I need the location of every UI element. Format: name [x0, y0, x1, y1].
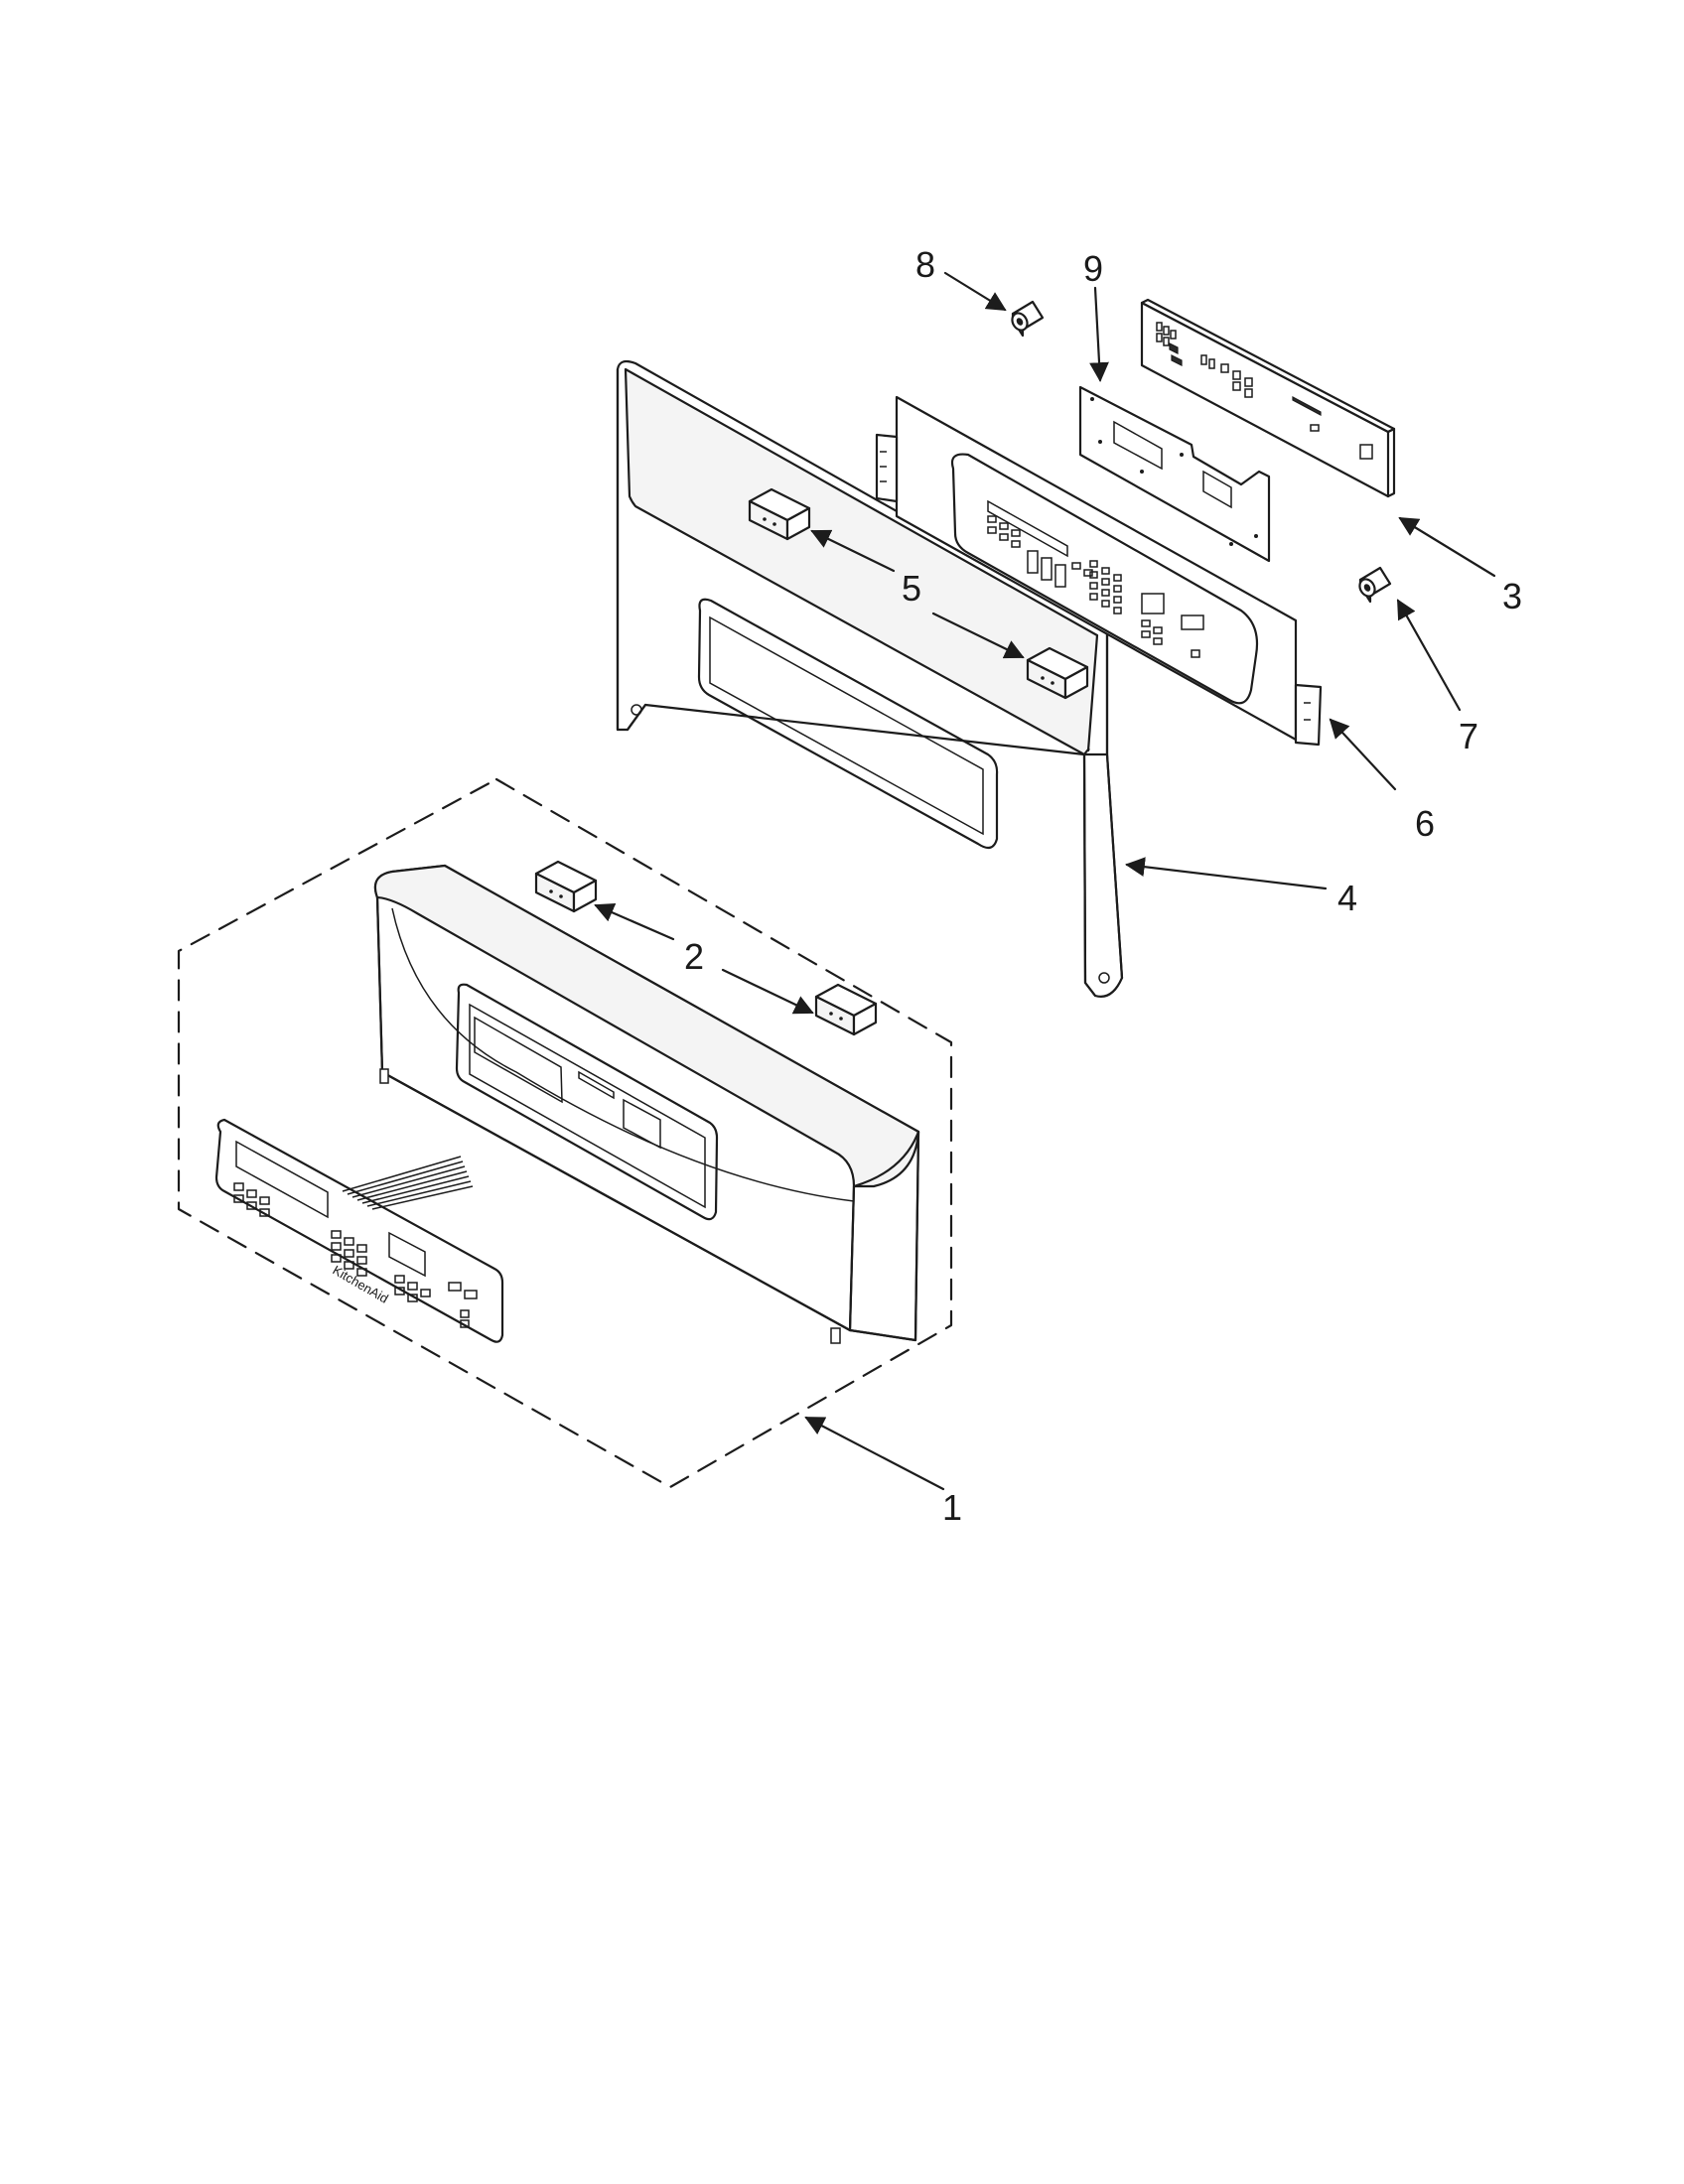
- callout-6: 6: [1415, 803, 1435, 844]
- spacer-block-2a: [534, 860, 598, 913]
- standoff-7: [1358, 566, 1392, 604]
- callout-1: 1: [942, 1487, 962, 1528]
- control-panel: [875, 395, 1323, 747]
- control-frame: [616, 359, 1124, 998]
- control-board: [1140, 298, 1396, 498]
- leader-lines: [594, 271, 1496, 1491]
- callout-5: 5: [902, 568, 921, 609]
- spacer-block-5a: [748, 487, 811, 541]
- board-insulator: [1078, 385, 1271, 563]
- keypad-overlay: KitchenAid: [214, 1118, 504, 1343]
- callout-8: 8: [915, 244, 935, 285]
- callout-2: 2: [684, 936, 704, 977]
- spacer-block-5b: [1026, 646, 1089, 700]
- assembly-1-boundary: [177, 777, 953, 1489]
- console-housing: [373, 864, 920, 1344]
- spacer-block-2b: [814, 983, 878, 1036]
- callout-3: 3: [1502, 576, 1522, 616]
- standoff-8: [1011, 300, 1045, 338]
- callout-4: 4: [1337, 878, 1357, 918]
- callout-9: 9: [1083, 248, 1103, 289]
- callout-7: 7: [1459, 716, 1478, 756]
